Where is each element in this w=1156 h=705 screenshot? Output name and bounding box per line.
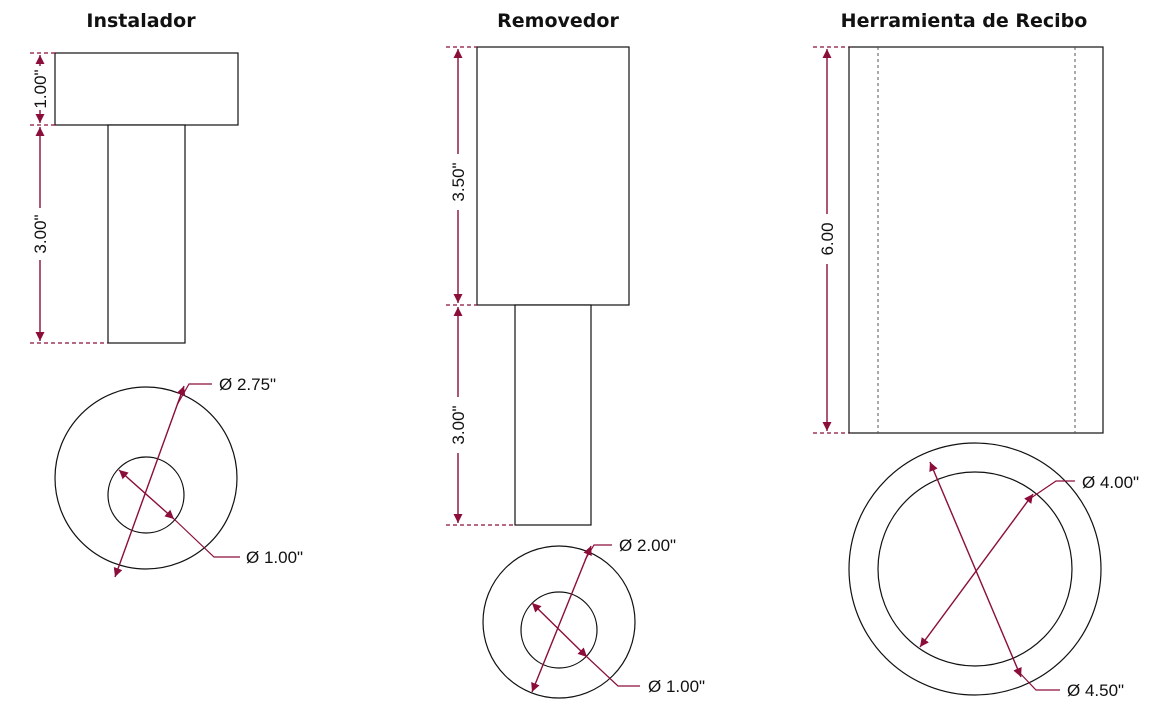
installer-outer-leader [176,383,212,406]
installer-head-label-bg [26,66,54,110]
receiver-body [848,46,1104,434]
remover-inner-diameter-label: Ø 1.00" [648,677,705,696]
installer-group: Instalador 1.00" 3.00" Ø 2.75" Ø 1.00" [26,10,303,578]
remover-inner-diameter-arrow [531,602,588,658]
installer-head-height-label: 1.00" [31,69,50,108]
remover-shaft-label-bg [444,397,472,453]
receiver-outer-diameter-arrow [929,461,1022,678]
remover-outer-leader [584,544,612,561]
receiver-inner-leader [1027,480,1075,501]
installer-inner-circle [107,456,185,534]
remover-inner-leader [586,656,640,687]
remover-body-height-label: 3.50" [449,162,468,201]
installer-inner-diameter-arrow [118,469,175,520]
receiver-title: Herramienta de Recibo [841,10,1088,32]
remover-body [476,46,630,306]
installer-shaft-label-bg [26,208,54,260]
installer-head [54,52,239,126]
remover-outer-diameter-label: Ø 2.00" [619,536,676,555]
remover-body-label-bg [444,154,472,210]
installer-title: Instalador [86,10,196,32]
installer-shaft-height-label: 3.00" [31,214,50,253]
installer-inner-leader [173,518,240,558]
receiver-group: Herramienta de Recibo 6.00 Ø 4.00" Ø 4.5… [813,10,1139,700]
receiver-height-label-bg [813,214,841,264]
receiver-outer-leader [1016,669,1060,691]
remover-group: Removedor 3.50" 3.00" Ø 2.00" Ø 1.00" [444,10,705,699]
receiver-outer-diameter-label: Ø 4.50" [1067,681,1124,700]
remover-shaft-height-label: 3.00" [449,405,468,444]
remover-shaft [514,304,592,526]
receiver-height-label: 6.00 [818,222,837,255]
receiver-inner-diameter-label: Ø 4.00" [1082,473,1139,492]
installer-inner-diameter-label: Ø 1.00" [246,548,303,567]
remover-title: Removedor [497,10,619,32]
installer-shaft [107,124,186,344]
installer-outer-diameter-label: Ø 2.75" [219,375,276,394]
